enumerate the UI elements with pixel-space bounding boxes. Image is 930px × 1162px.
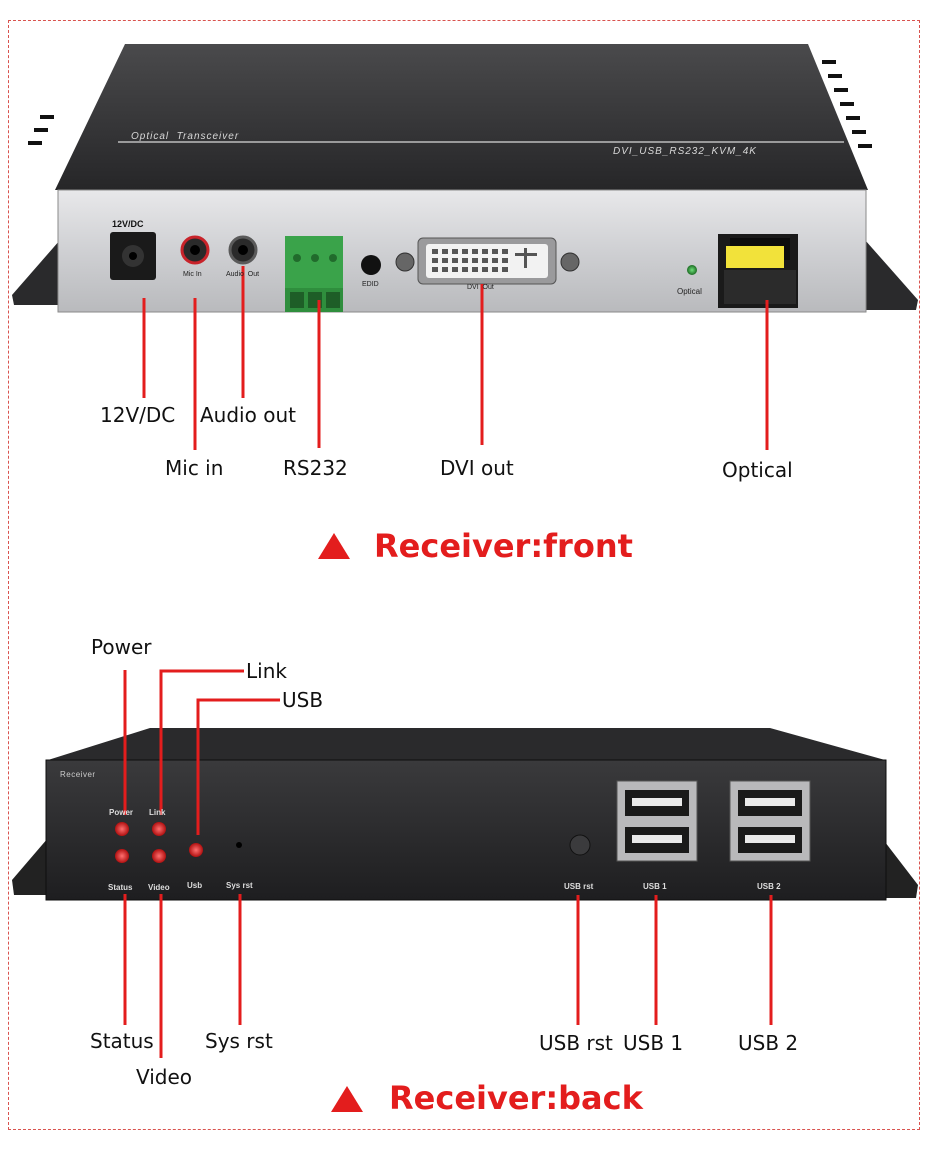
usb-led — [189, 843, 203, 857]
silk-link: Link — [149, 808, 166, 817]
warning-triangle-icon — [331, 1086, 363, 1112]
back-device — [12, 728, 918, 901]
callout-optical: Optical — [722, 458, 793, 482]
callout-12vdc: 12V/DC — [100, 403, 176, 427]
callout-status: Status — [90, 1029, 154, 1053]
dvi-pins — [432, 248, 537, 272]
callout-link: Link — [246, 659, 287, 683]
callout-audio-out: Audio out — [200, 403, 296, 427]
top-cover-back — [48, 728, 885, 760]
back-callout-lines — [123, 669, 773, 1058]
silk-dvi-out: DVI Out — [467, 284, 494, 291]
right-flange-back — [885, 842, 918, 898]
callout-sys-rst: Sys rst — [205, 1029, 273, 1053]
silk-12vdc: 12V/DC — [112, 219, 144, 229]
callout-usb: USB — [282, 688, 324, 712]
front-section-title: Receiver:front — [374, 527, 633, 565]
callout-video: Video — [136, 1065, 193, 1089]
video-led — [152, 849, 166, 863]
usb2-ports — [729, 780, 811, 862]
power-led — [115, 822, 129, 836]
optical-led — [687, 265, 697, 275]
silk-power: Power — [109, 808, 134, 817]
silk-optical: Optical — [677, 287, 702, 296]
link-led — [152, 822, 166, 836]
silk-usb: Usb — [187, 881, 203, 890]
silk-sys-rst: Sys rst — [226, 881, 253, 890]
status-led — [115, 849, 129, 863]
rs232-terminal — [285, 236, 343, 288]
silk-video: Video — [148, 883, 170, 892]
callout-mic-in: Mic in — [165, 456, 224, 480]
callout-power: Power — [91, 635, 152, 659]
edid-button — [361, 255, 381, 275]
right-flange — [865, 240, 918, 310]
left-flange — [12, 240, 60, 305]
silk-usb-rst: USB rst — [564, 882, 594, 891]
front-brand-text: Optical Transceiver — [131, 131, 240, 142]
callout-dvi-out: DVI out — [440, 456, 514, 480]
silk-receiver: Receiver — [60, 770, 96, 779]
silk-audio-out: Audio Out — [226, 271, 260, 278]
front-device — [12, 44, 918, 313]
dashed-frame — [8, 20, 920, 1130]
silk-mic-in: Mic In — [183, 271, 202, 278]
silk-usb2: USB 2 — [757, 882, 781, 891]
sys-rst-hole — [236, 842, 242, 848]
warning-triangle-icon — [318, 533, 350, 559]
front-callout-lines — [142, 266, 769, 450]
top-cover — [55, 44, 868, 190]
silk-status: Status — [108, 883, 133, 892]
usb-rst-button — [569, 834, 591, 856]
back-section-title: Receiver:back — [389, 1079, 643, 1117]
callout-usb1: USB 1 — [623, 1031, 684, 1055]
silk-usb1: USB 1 — [643, 882, 667, 891]
callout-usb-rst: USB rst — [539, 1031, 613, 1055]
usb1-ports — [616, 780, 698, 862]
front-model-text: DVI_USB_RS232_KVM_4K — [613, 146, 757, 157]
left-flange-back — [12, 838, 48, 895]
callout-usb2: USB 2 — [738, 1031, 799, 1055]
silk-edid: EDID — [362, 281, 379, 288]
callout-rs232: RS232 — [283, 456, 348, 480]
